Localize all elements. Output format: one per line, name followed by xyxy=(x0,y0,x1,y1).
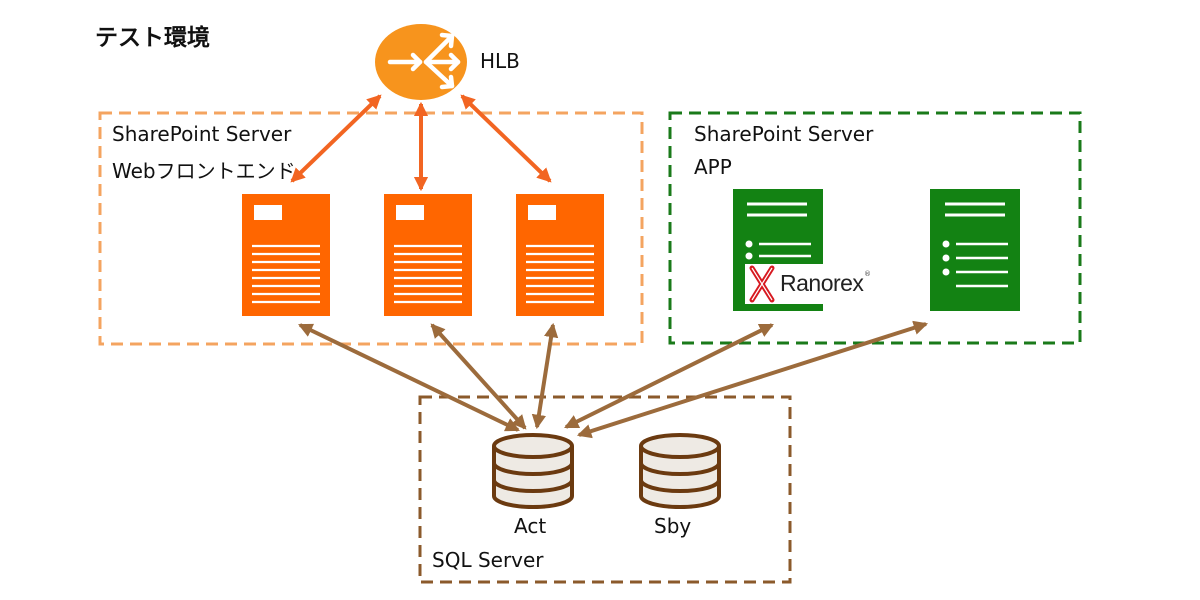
web-server-icon xyxy=(242,194,330,316)
hlb-label: HLB xyxy=(480,49,520,73)
web-server-3-to-sql-connector xyxy=(531,322,559,430)
sql-group-label: SQL Server xyxy=(432,548,544,572)
ranorex-registered-mark: ® xyxy=(864,270,871,278)
page-title: テスト環境 xyxy=(95,25,210,51)
hlb-to-web-server-1-connector xyxy=(290,94,382,183)
hlb-to-web-server-3-connector xyxy=(460,94,552,183)
load-balancer-router-icon xyxy=(375,24,467,100)
web-server-icon xyxy=(384,194,472,316)
web-server-2-to-sql-connector xyxy=(430,323,527,430)
app-group-label: SharePoint Server xyxy=(694,122,874,146)
ranorex-logo xyxy=(745,264,871,304)
web-group-label: SharePoint Server xyxy=(112,122,292,146)
sql-server-group-box xyxy=(418,395,792,584)
ranorex-logo-text: Ranorex xyxy=(780,270,864,296)
app-server-2-to-sql-connector xyxy=(576,320,929,439)
database-act-label: Act xyxy=(514,514,547,538)
web-server-icon xyxy=(516,194,604,316)
database-sby-label: Sby xyxy=(654,514,692,538)
database-icon xyxy=(639,433,721,509)
database-icon xyxy=(492,433,574,509)
web-server-1-to-sql-connector xyxy=(298,323,520,432)
web-group-sublabel: Webフロントエンド xyxy=(112,159,296,183)
ranorex-x-mark-icon xyxy=(749,265,775,303)
app-group-sublabel: APP xyxy=(694,155,732,179)
app-server-icon xyxy=(930,189,1020,311)
